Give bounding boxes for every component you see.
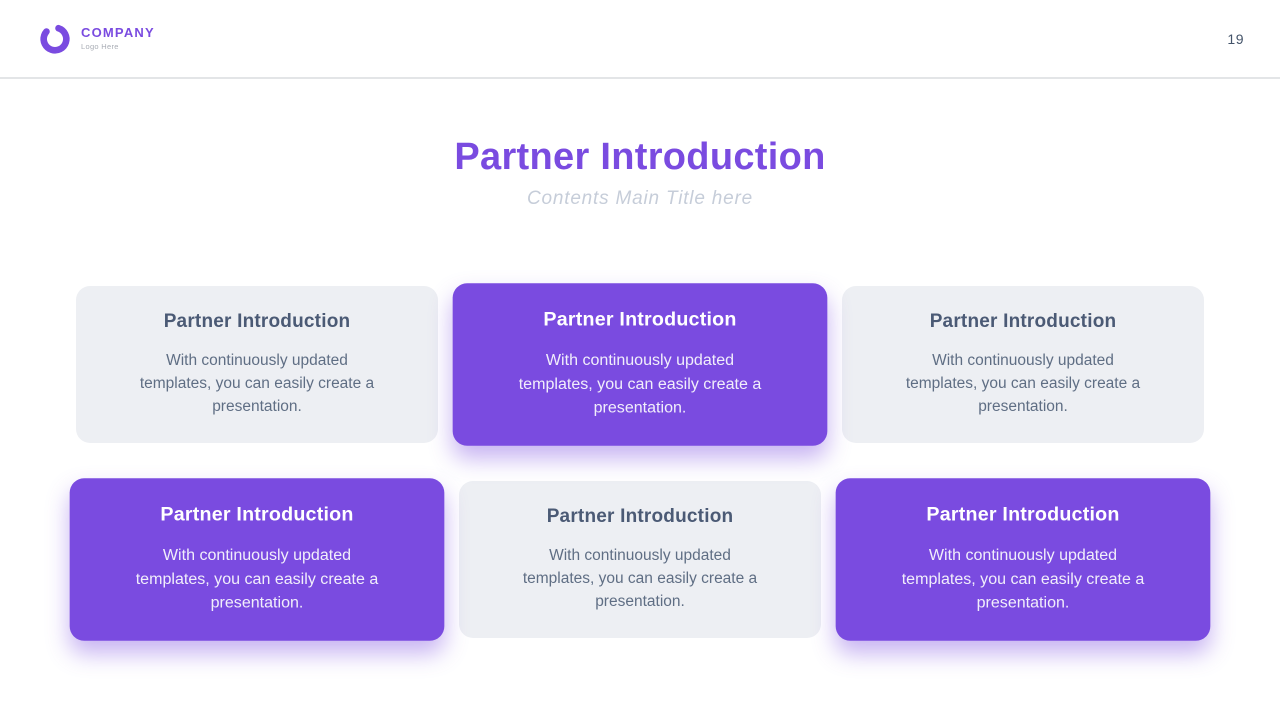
title-block: Partner Introduction Contents Main Title… [0,136,1280,210]
partner-card-2: Partner Introduction With continuously u… [452,283,828,446]
page-number: 19 [1227,30,1244,47]
slide-title: Partner Introduction [454,136,826,178]
logo-name: COMPANY [81,25,155,41]
card-body: With continuously updated templates, you… [901,546,1145,612]
company-logo: COMPANY Logo Here [38,22,155,56]
card-heading: Partner Introduction [160,504,354,526]
logo-tagline: Logo Here [81,42,119,52]
partner-card-6: Partner Introduction With continuously u… [835,478,1211,641]
card-body: With continuously updated templates, you… [518,351,762,417]
card-body: With continuously updated templates, you… [522,547,758,610]
card-body: With continuously updated templates, you… [135,546,379,612]
logo-text: COMPANY Logo Here [81,26,155,51]
card-heading: Partner Introduction [546,506,734,527]
partner-card-1: Partner Introduction With continuously u… [76,286,438,443]
card-body: With continuously updated templates, you… [139,352,375,415]
cards-grid: Partner Introduction With continuously u… [69,283,1211,641]
slide-header: COMPANY Logo Here 19 [0,0,1280,79]
card-heading: Partner Introduction [926,504,1120,526]
slide-body: Partner Introduction Contents Main Title… [0,136,1280,641]
card-heading: Partner Introduction [163,311,351,332]
card-heading: Partner Introduction [543,309,737,331]
partner-card-5: Partner Introduction With continuously u… [459,481,821,638]
logo-ring-icon [40,23,70,54]
card-heading: Partner Introduction [929,311,1117,332]
partner-card-4: Partner Introduction With continuously u… [69,478,445,641]
partner-card-3: Partner Introduction With continuously u… [842,286,1204,443]
slide-subtitle: Contents Main Title here [526,188,754,209]
card-body: With continuously updated templates, you… [905,352,1141,415]
